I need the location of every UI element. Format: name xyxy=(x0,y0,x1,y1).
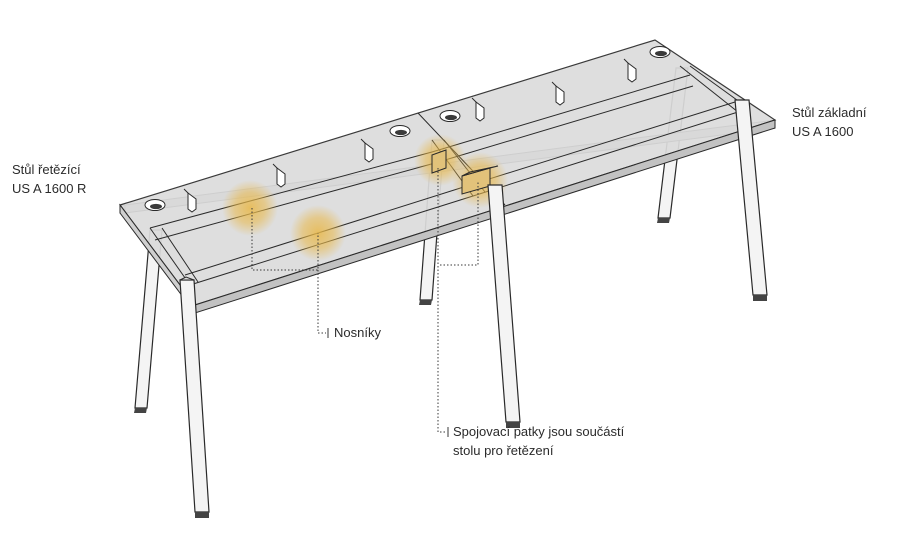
beam-highlight-1 xyxy=(222,180,278,236)
grommet-icon xyxy=(389,125,411,137)
chained-desk-name: Stůl řetězící xyxy=(12,162,81,177)
front-leg-right xyxy=(734,99,768,301)
cable-holder-icon xyxy=(623,58,637,83)
cable-holder-icon xyxy=(551,81,565,106)
cable-holders xyxy=(183,58,637,213)
leader-lines xyxy=(251,168,479,433)
cable-holder-icon xyxy=(183,188,197,213)
grommets xyxy=(144,46,671,211)
grommet-icon xyxy=(144,199,166,211)
grommet-icon xyxy=(439,110,461,122)
chained-desk-code: US A 1600 R xyxy=(12,181,87,196)
basic-desk-code: US A 1600 xyxy=(792,124,854,139)
beams-label-text: Nosníky xyxy=(334,325,381,340)
cable-holder-icon xyxy=(360,138,374,163)
connectors-line1: Spojovací patky jsou součástí xyxy=(453,424,625,439)
chained-desk-label: Stůl řetězící US A 1600 R xyxy=(12,160,86,198)
front-leg-left xyxy=(179,276,210,518)
front-leg-middle xyxy=(487,184,521,428)
leader-end-ticks xyxy=(327,328,449,437)
connectors-label: Spojovací patky jsou součástí stolu pro … xyxy=(453,422,624,460)
basic-desk-name: Stůl základní xyxy=(792,105,867,120)
connectors-line2: stolu pro řetězení xyxy=(453,443,554,458)
cable-holder-icon xyxy=(272,163,286,188)
beams-label: Nosníky xyxy=(334,323,381,342)
cable-holder-icon xyxy=(471,97,485,122)
connector-plates xyxy=(431,149,499,195)
grommet-icon xyxy=(649,46,671,58)
basic-desk-label: Stůl základní US A 1600 xyxy=(792,103,866,141)
